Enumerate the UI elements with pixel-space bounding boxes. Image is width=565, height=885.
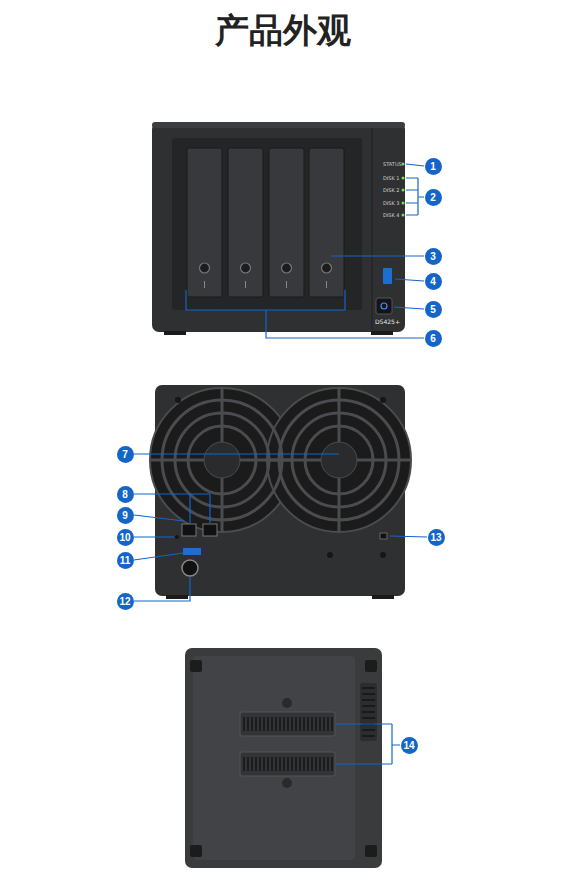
vent-slat (331, 717, 333, 731)
vent-slat (275, 757, 277, 771)
vent-slat (251, 757, 253, 771)
vent-slat (327, 757, 329, 771)
callout-number: 6 (425, 330, 442, 347)
page-title: 产品外观 (0, 8, 565, 54)
vent-slat (299, 757, 301, 771)
vent-slat (303, 717, 305, 731)
panel-label: DISK 1 (383, 176, 400, 181)
vent-slat (283, 717, 285, 731)
vent-slat (243, 717, 245, 731)
panel-label: STATUS (383, 162, 402, 167)
vent-slat (255, 757, 257, 771)
callout-number: 13 (428, 529, 445, 546)
back-view (134, 385, 427, 601)
callout-number: 3 (425, 248, 442, 265)
vent-slat (243, 757, 245, 771)
vent-slat (263, 717, 265, 731)
callout-number: 10 (117, 529, 134, 546)
panel-label: DISK 4 (383, 213, 400, 218)
vent-slat (279, 757, 281, 771)
vent-slat (271, 757, 273, 771)
vent-slat (303, 757, 305, 771)
vent-slat (307, 717, 309, 731)
vent-slat (311, 757, 313, 771)
vent-slat (307, 757, 309, 771)
vent-slat (287, 717, 289, 731)
callout-number: 4 (425, 273, 442, 290)
vent-slat (283, 757, 285, 771)
callout-number: 5 (425, 301, 442, 318)
callout-number: 1 (425, 158, 442, 175)
callout-number: 8 (117, 486, 134, 503)
panel-label: DS425+ (375, 319, 400, 325)
vent-slat (291, 757, 293, 771)
vent-slat (259, 717, 261, 731)
vent-slat (267, 717, 269, 731)
vent-slat (255, 717, 257, 731)
vent-slat (323, 757, 325, 771)
callout-number: 2 (425, 189, 442, 206)
callout-number: 12 (117, 593, 134, 610)
vent-slat (263, 757, 265, 771)
panel-label: DISK 3 (383, 201, 400, 206)
vent-slat (251, 717, 253, 731)
vent-slat (275, 717, 277, 731)
vent-slat (247, 717, 249, 731)
callout-number: 11 (117, 552, 134, 569)
vent-slat (315, 717, 317, 731)
vent-slat (327, 717, 329, 731)
vent-slat (295, 717, 297, 731)
vent-slat (331, 757, 333, 771)
vent-slat (279, 717, 281, 731)
callout-number: 14 (401, 737, 418, 754)
vent-slat (267, 757, 269, 771)
vent-slat (295, 757, 297, 771)
vent-slat (271, 717, 273, 731)
vent-slat (311, 717, 313, 731)
bottom-view (185, 648, 400, 868)
vent-slat (319, 717, 321, 731)
callout-number: 9 (117, 507, 134, 524)
vent-slat (287, 757, 289, 771)
vent-slat (247, 757, 249, 771)
callout-number: 7 (117, 446, 134, 463)
panel-label: DISK 2 (383, 188, 400, 193)
vent-slat (315, 757, 317, 771)
front-view (152, 122, 424, 338)
vent-slat (291, 717, 293, 731)
vent-slat (323, 717, 325, 731)
vent-slat (299, 717, 301, 731)
vent-slat (259, 757, 261, 771)
vent-slat (319, 757, 321, 771)
